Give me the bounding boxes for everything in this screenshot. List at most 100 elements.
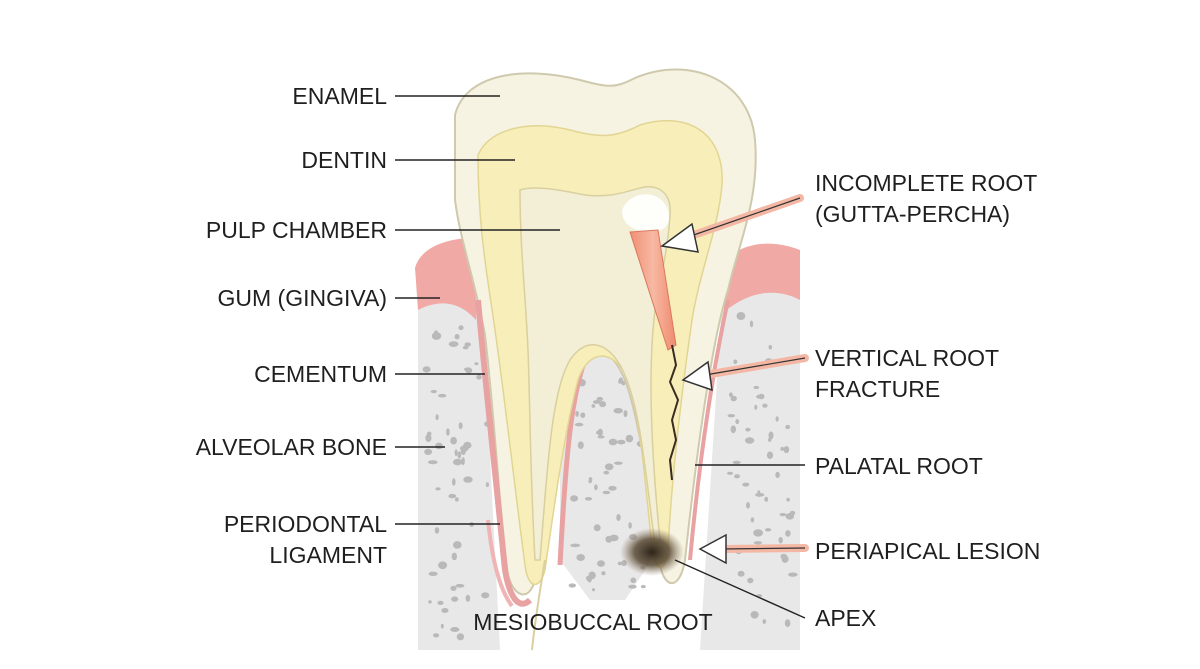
bone-pore — [568, 583, 576, 588]
bone-pore — [576, 554, 585, 561]
vertical-fracture-arrow — [681, 354, 809, 392]
bone-pore — [435, 414, 439, 421]
bone-pore — [623, 410, 628, 418]
bone-pore — [441, 608, 449, 613]
bone-pore — [779, 513, 787, 517]
label-incomplete-root-line2: (GUTTA-PERCHA) — [815, 201, 1010, 227]
bone-pore — [604, 463, 614, 471]
bone-pore — [628, 522, 632, 529]
label-vertical-fracture-line2: FRACTURE — [815, 376, 940, 402]
bone-pore — [434, 527, 440, 534]
bone-pore — [438, 393, 447, 398]
bone-pore — [778, 536, 783, 544]
bone-pore — [463, 441, 472, 449]
bone-pore — [764, 528, 772, 532]
bone-pore — [784, 619, 791, 627]
bone-pore — [570, 543, 581, 548]
label-alveolar-bone: ALVEOLAR BONE — [196, 434, 387, 460]
bone-pore — [750, 611, 759, 619]
bone-pore — [744, 437, 755, 444]
bone-pore — [453, 541, 462, 549]
bone-pore — [450, 436, 457, 445]
bone-pore — [737, 570, 745, 577]
bone-pore — [599, 401, 607, 408]
periodontal-ligament-left — [486, 519, 514, 608]
bone-pore — [726, 471, 734, 475]
bone-pore — [465, 594, 471, 602]
arrows — [660, 194, 809, 565]
bone-pore — [640, 585, 646, 589]
cementum-layer — [475, 299, 533, 607]
bone-pore — [603, 470, 610, 475]
label-vertical-fracture-line1: VERTICAL ROOT — [815, 345, 999, 371]
bone-pore — [613, 461, 623, 465]
bone-pore — [733, 359, 738, 365]
bone-pore — [753, 385, 760, 390]
label-pulp-chamber: PULP CHAMBER — [206, 217, 387, 243]
bone-pore — [747, 577, 754, 584]
bone-pore — [463, 367, 472, 372]
bone-pore — [785, 530, 791, 537]
apex-leader — [674, 559, 806, 619]
bone-pore — [455, 497, 459, 502]
vertical-fracture-line — [668, 344, 680, 481]
bone-pore — [570, 495, 579, 502]
bone-pore — [785, 424, 791, 430]
bone-pore — [593, 524, 601, 532]
bone-pore — [438, 561, 448, 570]
bone-pore — [584, 497, 593, 501]
label-incomplete-root-line1: INCOMPLETE ROOT — [815, 170, 1037, 196]
bone-pore — [596, 430, 601, 435]
bone-pore — [440, 623, 444, 629]
bone-pore — [780, 446, 784, 451]
bone-pore — [481, 592, 490, 599]
bone-pore — [580, 412, 586, 418]
bone-pore — [730, 425, 736, 434]
bone-pore — [588, 479, 592, 484]
periapical-lesion — [620, 528, 684, 576]
leader-lines — [395, 95, 806, 619]
bone-pore — [749, 320, 754, 328]
mesiobuccal-canal — [531, 559, 546, 651]
bone-pore — [753, 529, 763, 537]
bone-pore — [463, 476, 473, 483]
periapical-lesion-arrow — [698, 533, 809, 565]
bone-pore — [435, 487, 441, 491]
bone-pore — [448, 493, 457, 499]
bone-pore — [474, 362, 479, 366]
periodontal-ligament-right — [688, 299, 730, 561]
bone-pore — [756, 394, 765, 399]
bone-pore — [616, 439, 626, 445]
label-apex: APEX — [815, 605, 876, 631]
bone-pore — [457, 451, 462, 459]
bone-pore — [602, 490, 611, 495]
bone-pore — [736, 312, 746, 320]
bone-pore — [428, 460, 438, 465]
bone-pore — [476, 374, 482, 380]
bone-pore — [574, 422, 584, 427]
bone-pore — [451, 552, 457, 561]
bone-pore — [613, 407, 623, 414]
bone-pore — [734, 474, 740, 479]
bone-pore — [745, 427, 751, 432]
label-dentin: DENTIN — [301, 147, 387, 173]
bone-pore — [577, 441, 584, 450]
bone-pore — [766, 451, 774, 459]
bone-pore — [746, 502, 750, 509]
bone-pore — [422, 366, 431, 373]
bone-pore — [455, 583, 465, 588]
bone-pore — [464, 342, 471, 347]
bone-pore — [450, 627, 460, 632]
bone-pore — [424, 448, 432, 455]
bone-pore — [456, 633, 465, 641]
bone-pore — [575, 410, 579, 417]
bone-pore — [437, 600, 444, 606]
bone-pore — [768, 345, 773, 350]
bone-pore — [451, 596, 459, 602]
bone-pore — [757, 490, 761, 498]
bone-pore — [786, 497, 790, 502]
bone-pore — [596, 396, 604, 402]
bone-pore — [608, 438, 618, 446]
label-gum: GUM (GINGIVA) — [217, 285, 387, 311]
bone-pore — [454, 449, 458, 457]
